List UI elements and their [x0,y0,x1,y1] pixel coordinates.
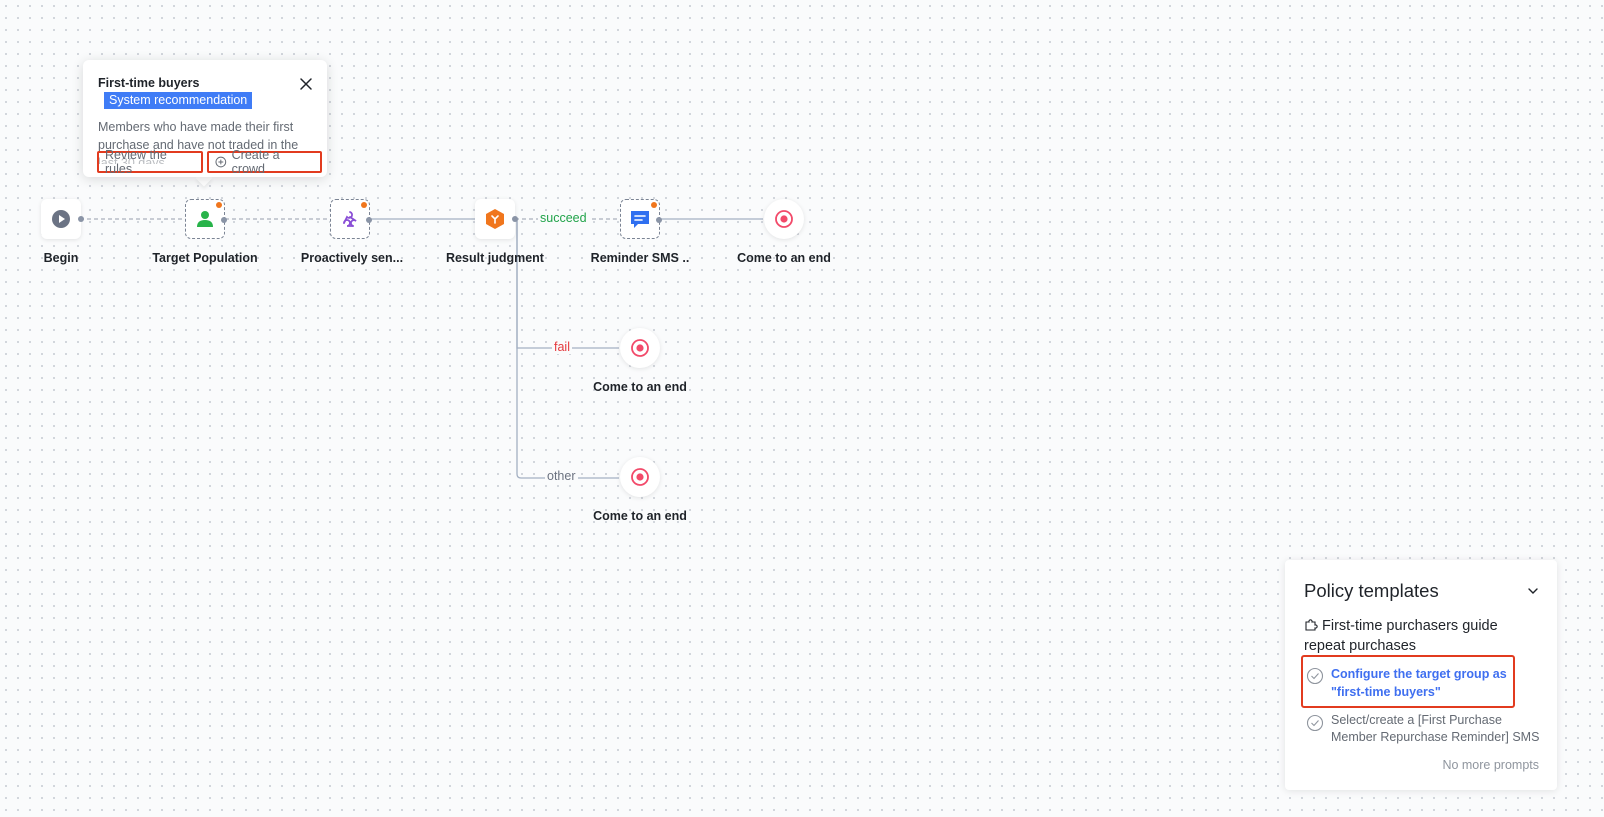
stop-icon [775,210,793,228]
no-more-prompts-link[interactable]: No more prompts [1442,758,1539,772]
crowd-popover: First-time buyers System recommendation … [83,60,327,177]
message-icon [631,211,649,228]
edge-label-succeed: succeed [538,211,589,225]
begin-node[interactable] [41,199,84,239]
close-icon[interactable] [298,76,314,92]
end-label-succeed: Come to an end [737,251,831,265]
create-crowd-label: Create a crowd [231,148,280,176]
branch-icon [486,209,504,229]
result-judgment-node[interactable] [475,199,518,239]
puzzle-icon [1305,619,1318,631]
target-population-label: Target Population [152,251,258,265]
review-rules-button[interactable]: Review the rules [97,148,203,176]
end-label-fail: Come to an end [593,380,687,394]
step-configure-target-text: Configure the target group as "first-tim… [1331,667,1507,699]
proactively-send-label: Proactively sen... [300,251,404,265]
step-select-sms[interactable]: Select/create a [First Purchase Member R… [1301,712,1546,746]
end-label-other: Come to an end [593,509,687,523]
target-population-node[interactable] [185,199,227,239]
check-circle-icon [1306,667,1324,685]
edge-label-fail: fail [552,340,572,354]
play-icon [52,210,70,228]
edge-judgment-other [516,219,619,479]
end-node-other[interactable] [620,457,660,497]
create-crowd-button[interactable]: Create a crowd [207,148,322,176]
template-name: First-time purchasers guide repeat purch… [1304,616,1538,656]
webhook-icon [343,211,357,227]
edge-label-other: other [545,469,578,483]
step-select-sms-text: Select/create a [First Purchase Member R… [1331,713,1540,744]
check-circle-icon [1306,714,1324,732]
step-configure-target[interactable]: Configure the target group as "first-tim… [1301,655,1515,708]
stop-icon [631,468,649,486]
plus-circle-icon [215,156,227,168]
proactively-send-node[interactable] [330,199,372,239]
chevron-down-icon[interactable] [1527,586,1539,596]
end-node-fail[interactable] [620,328,660,368]
policy-templates-panel: Policy templates First-time purchasers g… [1285,560,1557,790]
edge-judgment-fail [516,219,619,349]
system-recommendation-tag: System recommendation [104,92,253,109]
reminder-sms-label: Reminder SMS .. [590,251,690,265]
end-node-succeed[interactable] [764,199,804,239]
begin-label: Begin [43,251,79,265]
stop-icon [631,339,649,357]
review-rules-label: Review the rules [105,148,167,176]
result-judgment-label: Result judgment [446,251,544,265]
person-icon [197,211,213,227]
template-name-text: First-time purchasers guide repeat purch… [1304,618,1498,654]
popover-title: First-time buyers [98,76,200,90]
reminder-sms-node[interactable] [620,199,662,239]
panel-title: Policy templates [1304,580,1439,601]
